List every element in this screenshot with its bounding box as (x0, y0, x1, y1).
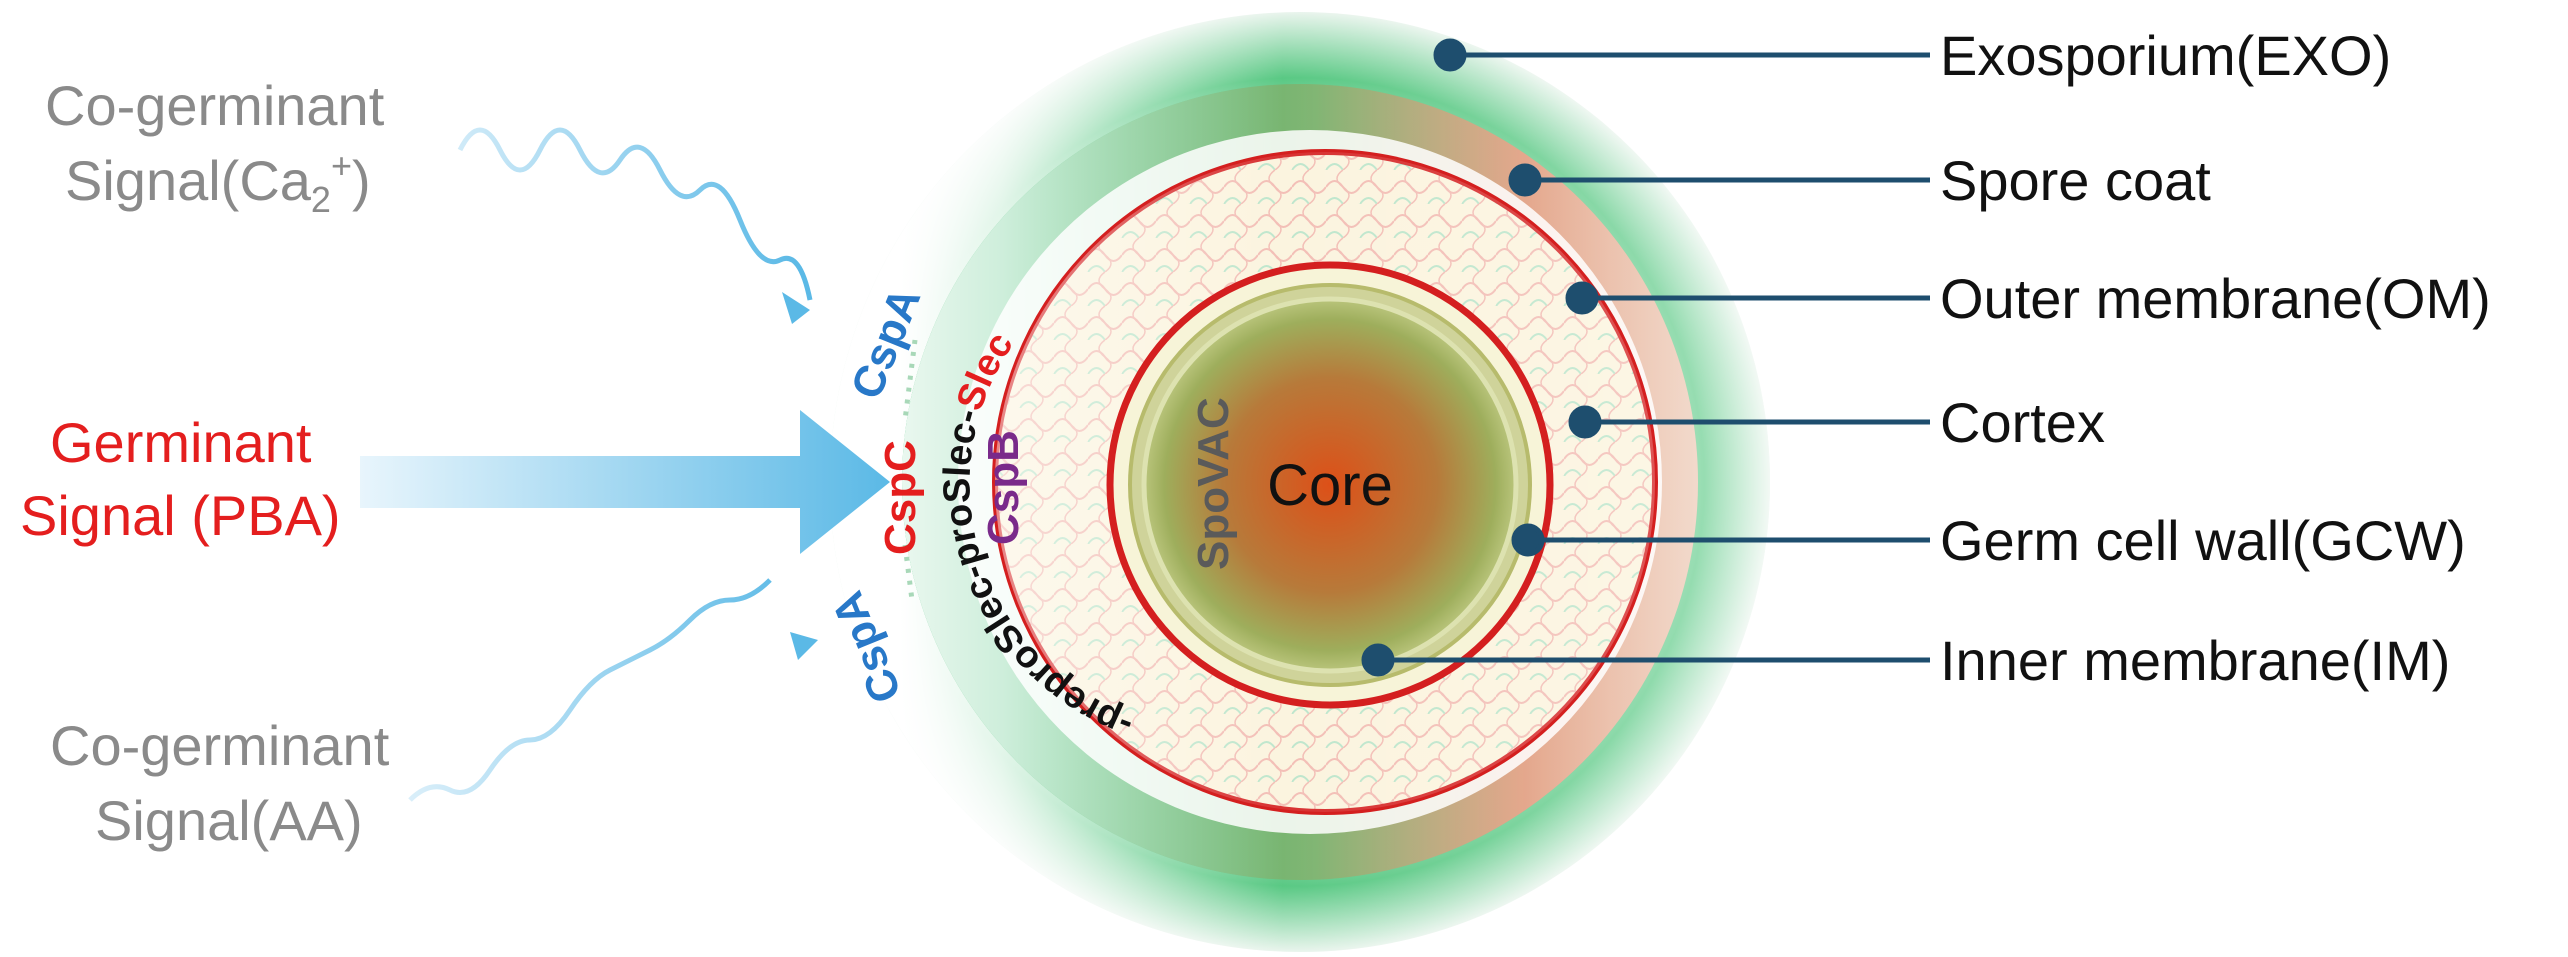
label-spore-coat: Spore coat (1940, 149, 2211, 212)
cspa-cspc-link-top (902, 339, 918, 421)
core (1141, 296, 1519, 674)
germinant-arrow (360, 410, 890, 554)
co-germinant-aa-line2: Signal(AA) (95, 789, 363, 852)
co-germinant-ca-wave (457, 127, 813, 301)
co-germinant-aa-wave (408, 578, 772, 802)
leader-dot-spore-coat (1508, 163, 1542, 197)
germ-cell-wall (1106, 261, 1554, 709)
label-outer-membrane: Outer membrane(OM) (1940, 267, 2491, 330)
core-label: Core (1267, 453, 1393, 518)
leader-dot-cortex (1568, 405, 1602, 439)
co-germinant-ca-line1: Co-germinant (45, 74, 385, 137)
cspb-label: CspB (979, 430, 1028, 545)
co-germinant-aa-arrowhead (790, 632, 818, 660)
germinant-line1: Germinant (50, 411, 312, 474)
leader-dot-germ-cell-wall (1511, 523, 1545, 557)
cspa-cspc-link-bottom (902, 544, 915, 601)
co-germinant-ca-line2: Signal(Ca2+) (65, 145, 371, 220)
leader-dot-exosporium (1433, 38, 1467, 72)
germinant-line2: Signal (PBA) (20, 484, 341, 547)
label-cortex: Cortex (1940, 391, 2105, 454)
co-germinant-aa-line1: Co-germinant (50, 714, 390, 777)
leader-dot-outer-membrane (1565, 281, 1599, 315)
label-exosporium: Exosporium(EXO) (1940, 24, 2391, 87)
cspc-label: CspC (876, 440, 925, 555)
leader-lines (1361, 38, 1930, 677)
co-germinant-ca-arrowhead (782, 292, 810, 324)
label-germ-cell-wall: Germ cell wall(GCW) (1940, 509, 2466, 572)
leader-dot-inner-membrane (1361, 643, 1395, 677)
spovac-label: SpoVAC (1189, 397, 1238, 570)
label-inner-membrane: Inner membrane(IM) (1940, 629, 2450, 692)
